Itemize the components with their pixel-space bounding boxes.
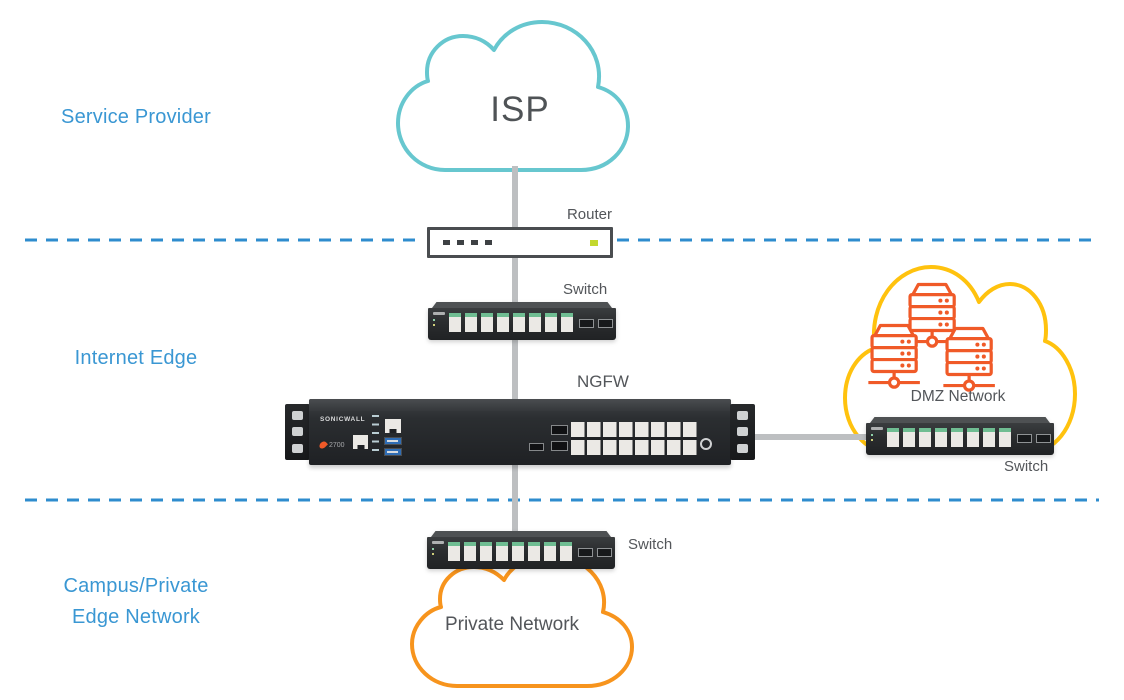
switch-top-face xyxy=(431,531,611,537)
dip-switch xyxy=(485,240,492,245)
logo-mark xyxy=(433,312,445,315)
campus-label-line2: Edge Network xyxy=(71,606,200,628)
router-device xyxy=(427,227,613,258)
logo-mark xyxy=(871,427,883,430)
section-label-campus-edge: Campus/Private Edge Network xyxy=(21,571,251,633)
sfp-port xyxy=(598,319,613,328)
rj45-port-group xyxy=(449,313,509,332)
led-column xyxy=(372,415,379,457)
cable-connectors xyxy=(512,166,880,545)
sfp-port-group xyxy=(1017,434,1051,455)
rj45-port-group xyxy=(512,542,572,561)
rj45-port-block xyxy=(571,422,697,455)
isp-cloud xyxy=(396,20,630,172)
brand-logo: SONICWALL xyxy=(320,416,366,423)
section-boundary-lines xyxy=(25,238,1099,502)
usb-port xyxy=(384,437,402,445)
logo-mark xyxy=(432,541,444,544)
console-port xyxy=(353,435,368,449)
status-led xyxy=(590,239,598,246)
sonicwall-logo xyxy=(433,312,447,340)
rj45-port-group xyxy=(448,542,508,561)
rack-ear-right xyxy=(730,404,755,460)
switch-top-face xyxy=(432,302,612,308)
status-led xyxy=(871,434,873,436)
management-port xyxy=(385,419,401,433)
sfp-port xyxy=(529,443,544,451)
dip-switch xyxy=(471,240,478,245)
mount-hole xyxy=(292,444,303,453)
campus-switch-device xyxy=(427,531,615,569)
sonicwall-logo xyxy=(871,427,885,455)
flame-icon xyxy=(318,440,328,450)
section-label-service-provider: Service Provider xyxy=(61,106,211,128)
switch-front-panel xyxy=(866,423,1054,455)
ngfw-front-panel: SONICWALL 2700 xyxy=(309,399,731,465)
sfp-port xyxy=(551,425,568,435)
sfp-port xyxy=(551,441,568,451)
status-led xyxy=(432,548,434,550)
rack-ear-left xyxy=(285,404,310,460)
sfp-port xyxy=(597,548,612,557)
usb-port xyxy=(384,448,402,456)
private-network-label: Private Network xyxy=(444,614,580,635)
power-button xyxy=(700,438,712,450)
isp-cloud-label: ISP xyxy=(490,90,550,129)
mount-hole xyxy=(737,411,748,420)
rj45-port-group xyxy=(513,313,573,332)
router-label: Router xyxy=(566,206,612,223)
ngfw-label: NGFW xyxy=(577,372,629,391)
sfp-port-group xyxy=(579,319,613,340)
switch-front-panel xyxy=(428,308,616,340)
sfp-port-group xyxy=(578,548,612,569)
dip-switch xyxy=(443,240,450,245)
internet-edge-switch-label: Switch xyxy=(563,281,608,298)
mount-hole xyxy=(292,427,303,436)
rj45-port-group xyxy=(887,428,947,447)
model-number: 2700 xyxy=(329,441,345,449)
dmz-network-label: DMZ Network xyxy=(910,388,1006,405)
switch-top-face xyxy=(870,417,1050,423)
sfp-port xyxy=(1036,434,1051,443)
campus-label-line1: Campus/Private xyxy=(63,575,209,597)
sonicwall-logo xyxy=(432,541,446,569)
ngfw-device: SONICWALL 2700 xyxy=(285,399,755,465)
private-network-cloud xyxy=(410,553,634,688)
status-led xyxy=(433,319,435,321)
sfp-port xyxy=(1017,434,1032,443)
campus-switch-label: Switch xyxy=(628,536,673,553)
mount-hole xyxy=(292,411,303,420)
rj45-port-group xyxy=(951,428,1011,447)
mount-hole xyxy=(737,444,748,453)
dip-switch xyxy=(457,240,464,245)
sfp-port xyxy=(579,319,594,328)
dmz-switch-device xyxy=(866,417,1054,455)
section-label-internet-edge: Internet Edge xyxy=(74,347,198,369)
switch-front-panel xyxy=(427,537,615,569)
dmz-switch-label: Switch xyxy=(1004,458,1049,475)
internet-edge-switch-device xyxy=(428,302,616,340)
mount-hole xyxy=(737,427,748,436)
model-badge: 2700 xyxy=(318,440,345,450)
sfp-port xyxy=(578,548,593,557)
